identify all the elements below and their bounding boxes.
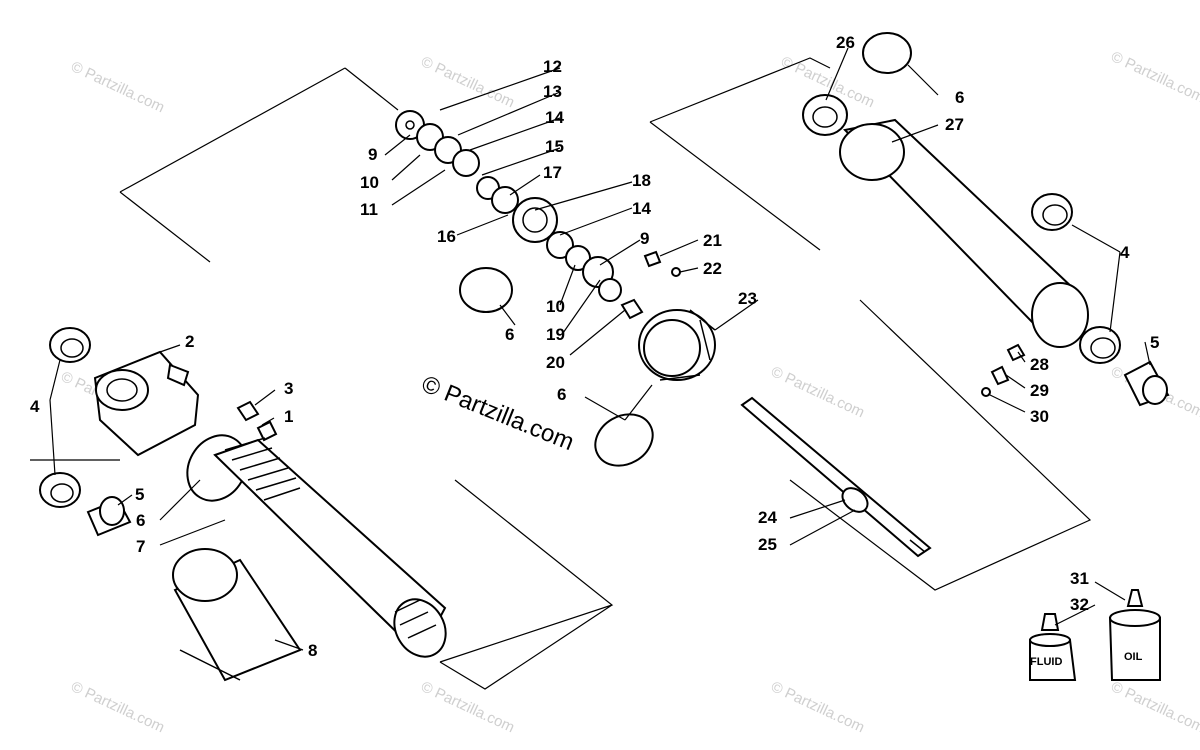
callout-18: 18 (632, 171, 651, 190)
part-4-bushing-bottom (39, 472, 81, 508)
parts-28-30 (981, 343, 1026, 397)
callout-27: 27 (945, 115, 964, 134)
callout-7: 7 (136, 537, 145, 556)
center-watermark: © Partzilla.com (418, 371, 578, 457)
callout-6: 6 (557, 385, 566, 404)
callout-31: 31 (1070, 569, 1089, 588)
callout-12: 12 (543, 57, 562, 76)
callout-26: 26 (836, 33, 855, 52)
callout-22: 22 (703, 259, 722, 278)
callout-6: 6 (955, 88, 964, 107)
part-6-ring-lower (594, 413, 654, 467)
callout-11: 11 (360, 200, 378, 219)
part-1-valve-cap (256, 420, 278, 442)
part-8-sleeve (172, 548, 302, 682)
callout-24: 24 (758, 508, 777, 527)
callout-25: 25 (758, 535, 777, 554)
watermark: © Partzilla.com (1108, 48, 1200, 106)
callout-15: 15 (545, 137, 564, 156)
callout-5: 5 (135, 485, 144, 504)
callout-6: 6 (505, 325, 514, 344)
callout-2: 2 (185, 332, 194, 351)
callouts: 1 2 3 4 4 5 5 6 6 6 6 7 8 9 9 10 10 11 1… (30, 33, 1159, 660)
callout-23: 23 (738, 289, 757, 308)
callout-10: 10 (546, 297, 565, 316)
part-27-reservoir (839, 118, 1089, 348)
oil-bottle: OIL (1108, 589, 1161, 681)
watermark: © Partzilla.com (768, 363, 867, 421)
callout-8: 8 (308, 641, 317, 660)
callout-9: 9 (640, 229, 649, 248)
callout-4: 4 (1120, 243, 1130, 262)
fluid-label: FLUID (1030, 656, 1062, 668)
part-6-ring-upper (459, 267, 513, 313)
oil-label: OIL (1124, 651, 1143, 663)
part-5-spacer (86, 496, 132, 537)
valve-stack (395, 110, 644, 320)
callout-5: 5 (1150, 333, 1159, 352)
callout-9: 9 (368, 145, 377, 164)
part-2-body-cap (93, 350, 200, 457)
callout-17: 17 (543, 163, 562, 182)
callout-19: 19 (546, 325, 565, 344)
callout-4: 4 (30, 397, 40, 416)
callout-30: 30 (1030, 407, 1049, 426)
callout-29: 29 (1030, 381, 1049, 400)
callout-28: 28 (1030, 355, 1049, 374)
part-23-cap (638, 309, 716, 381)
part-24-25-shaft (740, 396, 932, 558)
part-3-valve (236, 400, 260, 422)
callout-3: 3 (284, 379, 293, 398)
callout-32: 32 (1070, 595, 1089, 614)
callout-21: 21 (703, 231, 722, 250)
part-4-bushing-right-bottom (1079, 326, 1121, 364)
callout-10: 10 (360, 173, 379, 192)
watermark: © Partzilla.com (418, 53, 517, 111)
left-assembly-outline (119, 67, 614, 690)
callout-14: 14 (632, 199, 651, 218)
watermark: © Partzilla.com (68, 58, 167, 116)
callout-20: 20 (546, 353, 565, 372)
watermark: © Partzilla.com (768, 678, 867, 736)
part-6-ring-right (862, 32, 912, 74)
watermark: © Partzilla.com (1108, 678, 1200, 736)
callout-13: 13 (543, 82, 562, 101)
callout-1: 1 (284, 407, 293, 426)
part-21-22-small (643, 250, 681, 277)
fluid-bottle: FLUID (1029, 613, 1077, 681)
callout-6: 6 (136, 511, 145, 530)
part-4-bushing-top (49, 327, 91, 363)
watermark: © Partzilla.com (418, 678, 517, 736)
part-7-main-body (213, 437, 447, 658)
leader-lines (30, 47, 1151, 651)
callout-14: 14 (545, 108, 564, 127)
watermark: © Partzilla.com (68, 678, 167, 736)
part-5-spacer-right (1123, 360, 1170, 407)
callout-16: 16 (437, 227, 456, 246)
part-26-bushing (802, 94, 848, 136)
part-4-bushing-right-top (1031, 193, 1073, 231)
right-assembly-outline (649, 57, 1092, 591)
